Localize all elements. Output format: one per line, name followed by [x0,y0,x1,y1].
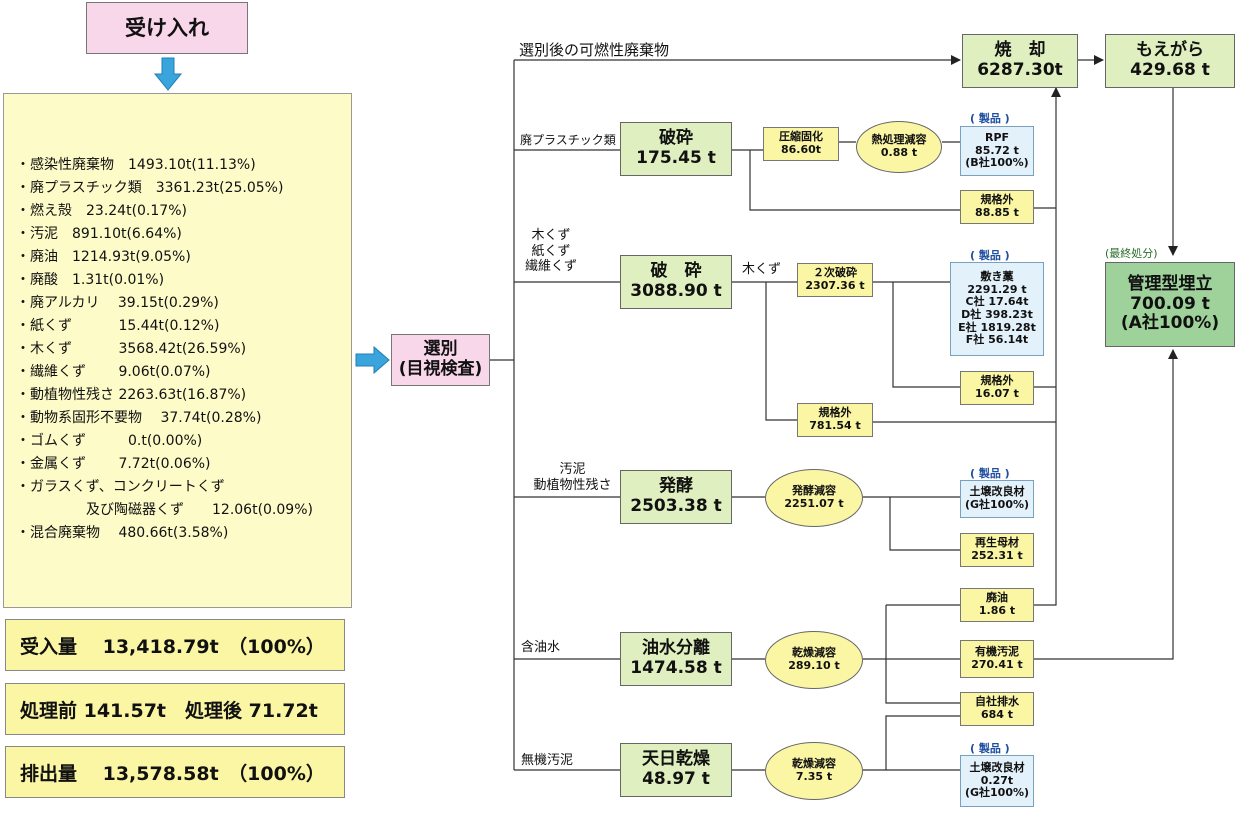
waste-type-item: ・ガラスくず、コンクリートくず [16,479,225,495]
fermentation-node: 発酵 2503.38 t [620,470,732,524]
waste-type-item: ・紙くず 15.44t(0.12%) [16,318,220,334]
waste-type-item: ・動物系固形不要物 37.74t(0.28%) [16,410,262,426]
label-wood-paper-fiber: 木くず 紙くず 繊維くず [524,228,577,275]
offspec-node-2: 規格外 16.07 t [960,371,1034,405]
waste-type-item: ・金属くず 7.72t(0.06%) [16,456,211,472]
label-wood-chip: 木くず [742,262,782,277]
drying-reduction-node-1: 乾燥減容 289.10 t [765,631,863,689]
soil-improver-product-2: 土壌改良材 0.27t (G社100%) [960,755,1034,807]
crush-node-2: 破 砕 3088.90 t [620,255,732,309]
incineration-node: 焼 却 6287.30t [962,34,1078,88]
thermal-reduction-node: 熱処理減容 0.88 t [856,121,942,173]
waste-type-item: ・廃アルカリ 39.15t(0.29%) [16,295,219,311]
waste-type-item: ・汚泥 891.10t(6.64%) [16,226,182,242]
waste-type-item: ・廃酸 1.31t(0.01%) [16,272,165,288]
landfill-node: 管理型埋立 700.09 t (A社100%) [1105,262,1235,347]
compression-node: 圧縮固化 86.60t [763,127,839,161]
waste-type-list: ・感染性廃棄物 1493.10t(11.13%) ・廃プラスチック類 3361.2… [3,93,352,608]
intake-title: 受け入れ [86,2,248,54]
waste-type-item: 及び陶磁器くず 12.06t(0.09%) [16,502,313,518]
waste-type-item: ・混合廃棄物 480.66t(3.58%) [16,525,229,541]
waste-type-item: ・木くず 3568.42t(26.59%) [16,341,247,357]
label-combustible: 選別後の可燃性廃棄物 [519,41,670,59]
product-label-4: ( 製品 ) [970,742,1010,755]
fermentation-reduction-node: 発酵減容 2251.07 t [765,469,863,527]
label-oily-water: 含油水 [521,640,561,655]
product-label-1: ( 製品 ) [970,112,1010,125]
label-inorganic-sludge: 無機汚泥 [521,753,574,768]
product-label-3: ( 製品 ) [970,467,1010,480]
label-sludge-residue: 汚泥 動植物性残さ [533,462,612,493]
sun-drying-node: 天日乾燥 48.97 t [620,743,732,797]
before-after-amount: 処理前 141.57t 処理後 71.72t [5,683,345,735]
discharged-amount: 排出量 13,578.58t （100%） [5,746,345,798]
soil-improver-product-1: 土壌改良材 (G社100%) [960,480,1034,518]
label-plastic: 廃プラスチック類 [520,133,616,147]
product-label-2: ( 製品 ) [970,249,1010,262]
crush-node-1: 破砕 175.45 t [620,122,732,176]
bedding-straw-product: 敷き藁 2291.29 t C社 17.64t D社 398.23t E社 18… [950,262,1044,356]
recycled-base-node: 再生母材 252.31 t [960,533,1034,567]
organic-sludge-node: 有機汚泥 270.41 t [960,640,1034,678]
waste-type-item: ・廃プラスチック類 3361.23t(25.05%) [16,180,284,196]
rpf-product: RPF 85.72 t (B社100%) [960,126,1034,176]
waste-type-item: ・感染性廃棄物 1493.10t(11.13%) [16,157,256,173]
waste-type-item: ・動植物性残さ 2263.63t(16.87%) [16,387,247,403]
offspec-node-1: 規格外 88.85 t [960,190,1034,224]
offspec-node-3: 規格外 781.54 t [797,403,873,437]
waste-type-item: ・ゴムくず 0.t(0.00%) [16,433,203,449]
final-disposal-note: (最終処分) [1105,247,1158,260]
received-amount: 受入量 13,418.79t （100%） [5,619,345,671]
secondary-crush-node: ２次破砕 2307.36 t [797,263,873,297]
waste-type-item: ・燃え殻 23.24t(0.17%) [16,203,187,219]
waste-oil-node: 廃油 1.86 t [960,588,1034,622]
waste-type-item: ・廃油 1214.93t(9.05%) [16,249,191,265]
in-house-drainage-node: 自社排水 684 t [960,692,1034,726]
ash-node: もえがら 429.68 t [1105,34,1235,88]
drying-reduction-node-2: 乾燥減容 7.35 t [765,742,863,800]
waste-type-item: ・繊維くず 9.06t(0.07%) [16,364,211,380]
oil-water-separation-node: 油水分離 1474.58 t [620,632,732,686]
sorting-inspection: 選別 (目視検査) [391,334,490,386]
